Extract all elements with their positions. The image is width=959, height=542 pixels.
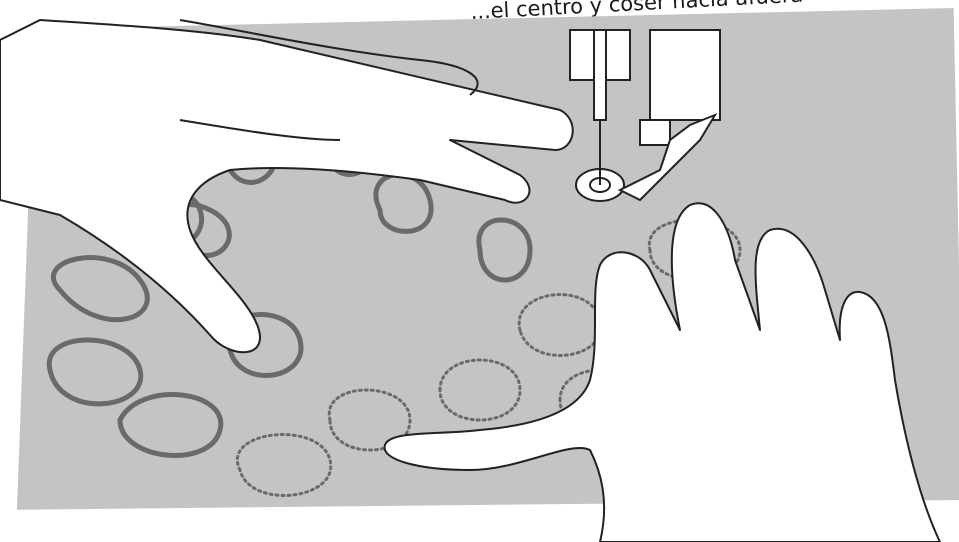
free-motion-quilting-illustration	[0, 0, 959, 542]
